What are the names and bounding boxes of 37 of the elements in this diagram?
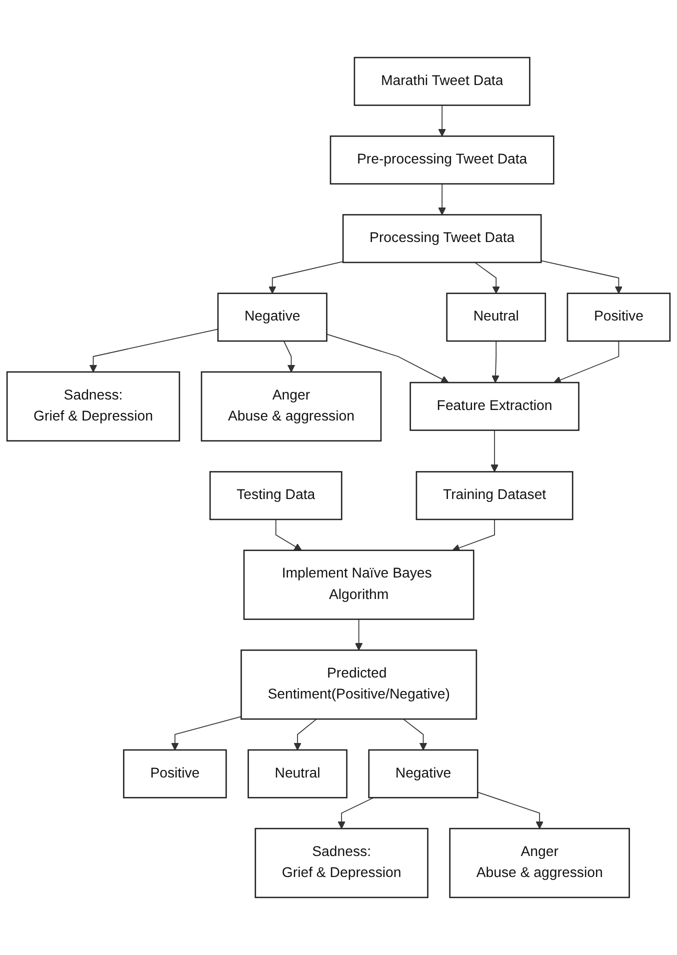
arrow — [438, 104, 446, 136]
node-box: Pre-processing Tweet Data — [330, 136, 554, 185]
arrow — [275, 519, 302, 551]
node-box: Processing Tweet Data — [342, 214, 542, 264]
arrow — [354, 618, 363, 650]
node-box: Positive — [566, 292, 671, 342]
arrow — [294, 718, 317, 750]
node-box: Feature Extraction — [410, 382, 580, 431]
node-box: Neutral — [446, 292, 546, 342]
arrow — [477, 792, 544, 829]
arrow — [492, 340, 500, 383]
arrow — [540, 260, 623, 294]
arrow — [338, 797, 374, 829]
arrow — [452, 519, 495, 552]
arrow — [490, 430, 498, 472]
arrow — [268, 261, 344, 294]
arrow — [89, 328, 218, 372]
arrow — [326, 334, 449, 383]
node-box: Sadness: Grief & Depression — [254, 828, 428, 898]
node-box: Negative — [368, 749, 478, 798]
node-box: Positive — [123, 749, 227, 798]
node-box: Testing Data — [209, 471, 342, 520]
arrow — [554, 340, 620, 384]
node-box: Sadness: Grief & Depression — [6, 371, 180, 442]
node-box: Anger Abuse & aggression — [200, 371, 382, 442]
node-box: Training Dataset — [416, 471, 574, 520]
arrow — [171, 716, 242, 750]
node-box: Neutral — [248, 749, 348, 798]
arrow — [402, 718, 428, 750]
arrow — [283, 340, 296, 372]
node-box: Anger Abuse & aggression — [449, 828, 630, 898]
node-box: Negative — [217, 292, 328, 342]
arrow — [474, 262, 500, 294]
node-box: Marathi Tweet Data — [354, 56, 530, 106]
arrow — [438, 183, 446, 216]
node-box: Implement Naïve Bayes Algorithm — [243, 550, 474, 620]
node-box: Predicted Sentiment(Positive/Negative) — [240, 650, 478, 720]
